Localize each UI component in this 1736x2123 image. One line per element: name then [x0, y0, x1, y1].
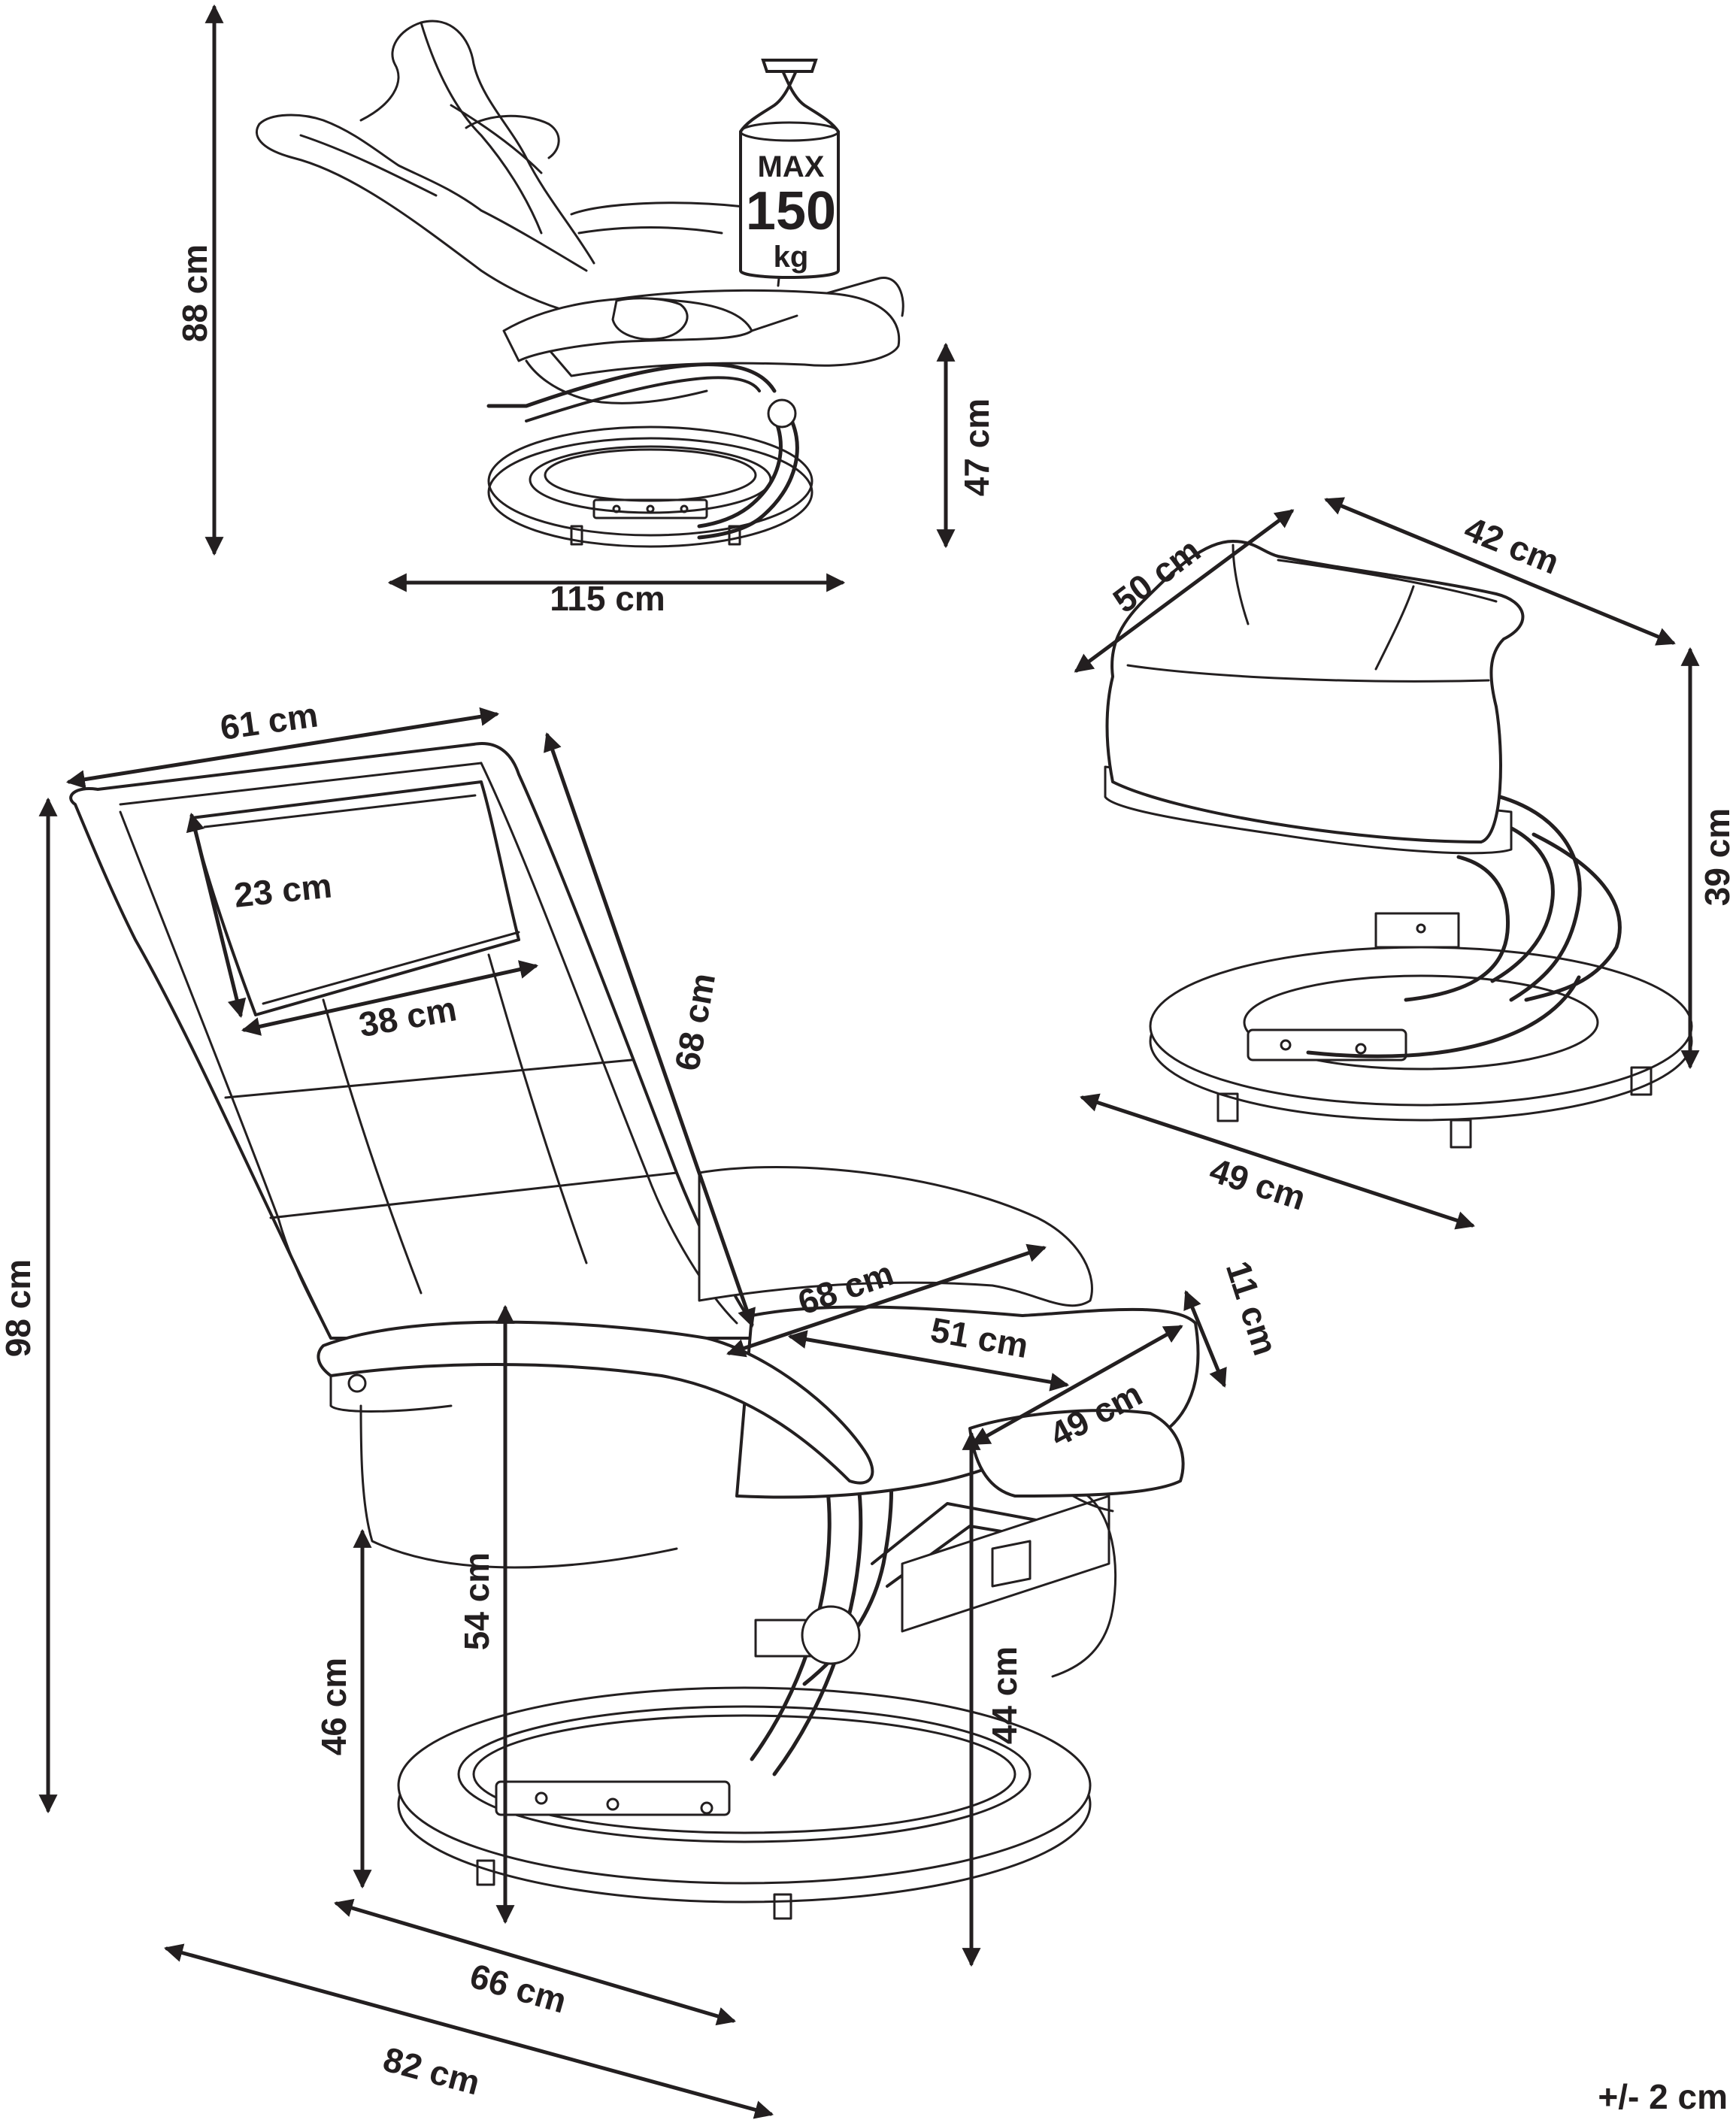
seat-width-arrow: [726, 1243, 1047, 1358]
chair-dimensions: [38, 707, 1227, 2119]
backrest-length-arrow: [544, 732, 756, 1328]
max-load-unit: kg: [774, 241, 809, 274]
total-depth-label: 82 cm: [379, 2040, 483, 2103]
top-width-arrow: [65, 707, 500, 789]
reclined-dimensions: [205, 4, 956, 592]
ottoman-drawing: [1104, 540, 1693, 1149]
ottoman-height-label: 39 cm: [1698, 808, 1736, 906]
height-98-label: 98 cm: [0, 1259, 38, 1357]
cushion-thickness-label: 11 cm: [1219, 1256, 1286, 1360]
under-height-label: 46 cm: [314, 1658, 353, 1755]
weight-icon: MAX 150 kg: [739, 59, 840, 279]
seat-front-height-label: 44 cm: [985, 1646, 1024, 1744]
ottoman-width-label: 42 cm: [1459, 509, 1565, 582]
length-115-label: 115 cm: [550, 579, 665, 618]
height-88-label: 88 cm: [175, 244, 214, 342]
seat-height-47-label: 47 cm: [957, 398, 996, 496]
ottoman-base-arrow: [1080, 1093, 1475, 1230]
headrest-height-arrow: [186, 812, 247, 1019]
ottoman-dimensions: [1074, 497, 1700, 1230]
cushion-thickness-arrow: [1183, 1290, 1227, 1388]
armrest-height-label: 54 cm: [457, 1552, 496, 1650]
reclined-chair-drawing: [256, 20, 904, 548]
ottoman-depth-arrow: [1074, 509, 1295, 673]
base-depth-label: 66 cm: [466, 1956, 571, 2021]
headrest-width-arrow: [241, 960, 539, 1036]
ottoman-base-label: 49 cm: [1205, 1150, 1310, 1218]
max-load-value: 150: [746, 181, 836, 241]
tolerance-note: +/- 2 cm: [1598, 2077, 1728, 2116]
ottoman-width-arrow: [1324, 497, 1676, 646]
total-depth-arrow: [163, 1943, 774, 2119]
top-width-label: 61 cm: [218, 695, 320, 747]
backrest-length-label: 68 cm: [667, 970, 723, 1073]
max-label: MAX: [758, 150, 825, 183]
front-width-arrow: [971, 1325, 1183, 1446]
